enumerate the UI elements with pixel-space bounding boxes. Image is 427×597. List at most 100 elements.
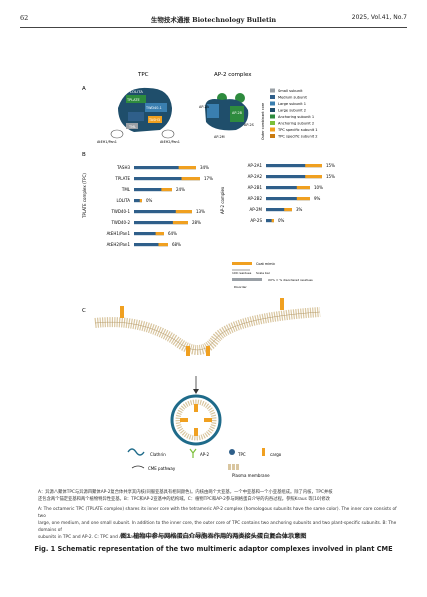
tpc-sub-tml: TML <box>128 125 136 129</box>
ap2-domain-bar <box>266 219 274 223</box>
legend-swatch <box>270 108 275 112</box>
tpc-appendage-bar <box>178 166 196 170</box>
legend-item-label: Anchoring subunit 1 <box>278 115 314 119</box>
ap2-axis-label: AP-2 complex <box>220 186 225 214</box>
tpc-sub-tplate: TPLATE <box>126 98 140 102</box>
ap2-sub-m: AP-2M <box>214 135 225 139</box>
panel-a-label: A <box>82 86 86 92</box>
ap2-row-pct: 15% <box>326 163 335 168</box>
legend-ap2: AP-2 <box>200 452 210 457</box>
caption-en-line-2: large, one medium, and one small subunit… <box>38 521 397 533</box>
tpc-row-name: TWD40-2 <box>110 220 130 225</box>
tpc-row-pct: 64% <box>168 231 177 236</box>
legend-tpc: TPC <box>237 452 246 457</box>
caption-zh: A：异源八聚体TPC与异源四聚体AP-2复合体共享其内核(同服亚基具有相同颜色)… <box>38 489 398 503</box>
ap2-sub-a: AP-2A <box>199 105 210 109</box>
page-number: 62 <box>20 14 29 22</box>
tpc-sub-ateh2: AtEH2/Pan1 <box>160 140 180 144</box>
ap2-row-pct: 3% <box>296 207 303 212</box>
ap2-row-name: AP-2B2 <box>248 196 263 201</box>
tpc-row-pct: 28% <box>192 220 201 225</box>
legend-membrane: Plasma membrane <box>232 473 270 478</box>
key-disorder-pct: XX% = % disordered residues <box>268 278 313 282</box>
tpc-row-name: LOLITA <box>116 198 130 203</box>
tpc-appendage-bar <box>175 210 192 214</box>
cme-illustration <box>94 298 321 446</box>
legend-item-label: Anchoring subunit 2 <box>278 122 314 126</box>
ap2-domain-bar <box>266 175 322 179</box>
key-scale2: Scale bar <box>256 271 271 275</box>
panel-b-label: B <box>82 152 86 158</box>
key-scale1: 100 residues <box>232 271 252 275</box>
ap2-domain-bar <box>266 186 310 190</box>
figure-title-zh: 图1 植物中参与网格蛋白介导胞吞作用的两类接头蛋白复合体示意图 <box>120 533 307 540</box>
legend-swatch <box>270 95 275 99</box>
legend-swatch <box>270 134 275 138</box>
page-header: 62 生物技术通报 Biotechnology Bulletin 2025, V… <box>20 14 407 26</box>
tpc-title: TPC <box>137 72 149 78</box>
tpc-sub-tash3: TASH3 <box>148 118 160 122</box>
tpc-domain-bar <box>134 199 142 203</box>
tpc-appendage-bar <box>139 199 142 203</box>
caption-zh-line-1: A：异源八聚体TPC与异源四聚体AP-2复合体共享其内核(同服亚基具有相同颜色)… <box>38 490 333 495</box>
tpc-row-pct: 24% <box>176 187 185 192</box>
tpc-appendage-bar <box>172 221 188 225</box>
key-disorder: Disorder <box>234 285 247 289</box>
ap2-complex-illustration: AP-2A AP-2B AP-2S AP-2M <box>199 93 254 139</box>
caption-en-line-3: subunits in TPC and AP-2. C: TPC and AP-… <box>38 535 302 540</box>
ap2-row-pct: 15% <box>326 174 335 179</box>
legend-swatch <box>270 121 275 125</box>
legend-swatch <box>270 88 275 93</box>
panel-c-label: C <box>82 308 86 314</box>
legend-item-label: TPC specific subunit 2 <box>277 135 318 139</box>
caption-en: A: The octameric TPC (TPLATE complex) sh… <box>38 506 398 541</box>
ap2-row-name: AP-2S <box>250 218 262 223</box>
tpc-sub-lolita: LOLITA <box>130 89 143 94</box>
volume-info: 2025, Vol.41, No.7 <box>351 14 407 21</box>
tpc-appendage-bar <box>181 177 200 181</box>
ap2-appendage-bar <box>296 197 310 201</box>
caption-en-line-1: A: The octameric TPC (TPLATE complex) sh… <box>38 507 397 519</box>
tpc-row-name: TASH3 <box>116 165 130 170</box>
tpc-domain-bar <box>134 232 164 236</box>
tpc-appendage-bar <box>161 188 172 192</box>
legend-item-label: Medium subunit <box>278 96 307 100</box>
tpc-row-name: TPLATE <box>114 176 130 181</box>
ap2-row-name: AP-2A2 <box>248 174 263 179</box>
ap2-row-name: AP-2M <box>250 207 263 212</box>
tpc-sub-ateh1: AtEH1/Pan1 <box>97 140 117 144</box>
ap2-title: AP-2 complex <box>214 72 252 78</box>
tpc-row-pct: 0% <box>146 198 153 203</box>
ap2-appendage-bar <box>271 219 274 223</box>
legend-item-label: TPC specific subunit 1 <box>277 128 318 132</box>
ap2-domain-bar <box>266 197 310 201</box>
ap2-appendage-bar <box>305 175 322 179</box>
tpc-domain-bar <box>134 221 188 225</box>
tpc-appendage-bar <box>158 243 168 247</box>
tpc-row-name: AtEH1/Pan1 <box>107 231 131 236</box>
ap2-domain-bar <box>266 208 292 212</box>
tpc-domain-bar <box>134 188 172 192</box>
tpc-axis-label: TPLATE complex (TPC) <box>82 173 87 219</box>
legend-cargo: cargo <box>270 452 282 457</box>
header-rule <box>20 27 407 28</box>
panel-a-legend: Outer combinant core Small subunitMedium… <box>261 88 318 140</box>
ap2-appendage-bar <box>305 164 322 168</box>
legend-outer-core-title: Outer combinant core <box>261 103 265 140</box>
ap2-row-pct: 0% <box>278 218 285 223</box>
journal-title: 生物技术通报 Biotechnology Bulletin <box>150 16 277 24</box>
figure-title-en: Fig. 1 Schematic representation of the t… <box>34 545 393 553</box>
ap2-sub-b: AP-2B <box>232 111 243 115</box>
ap2-appendage-bar <box>284 208 292 212</box>
tpc-row-name: AtEH2/Pan1 <box>107 242 131 247</box>
tpc-row-name: TWD40-1 <box>110 209 130 214</box>
tpc-appendage-bar <box>155 232 164 236</box>
legend-clathrin: Clathrin <box>150 452 166 457</box>
ap2-row-name: AP-2A1 <box>248 163 263 168</box>
tpc-row-pct: 68% <box>172 242 181 247</box>
legend-item-label: Large subunit 2 <box>278 109 306 113</box>
